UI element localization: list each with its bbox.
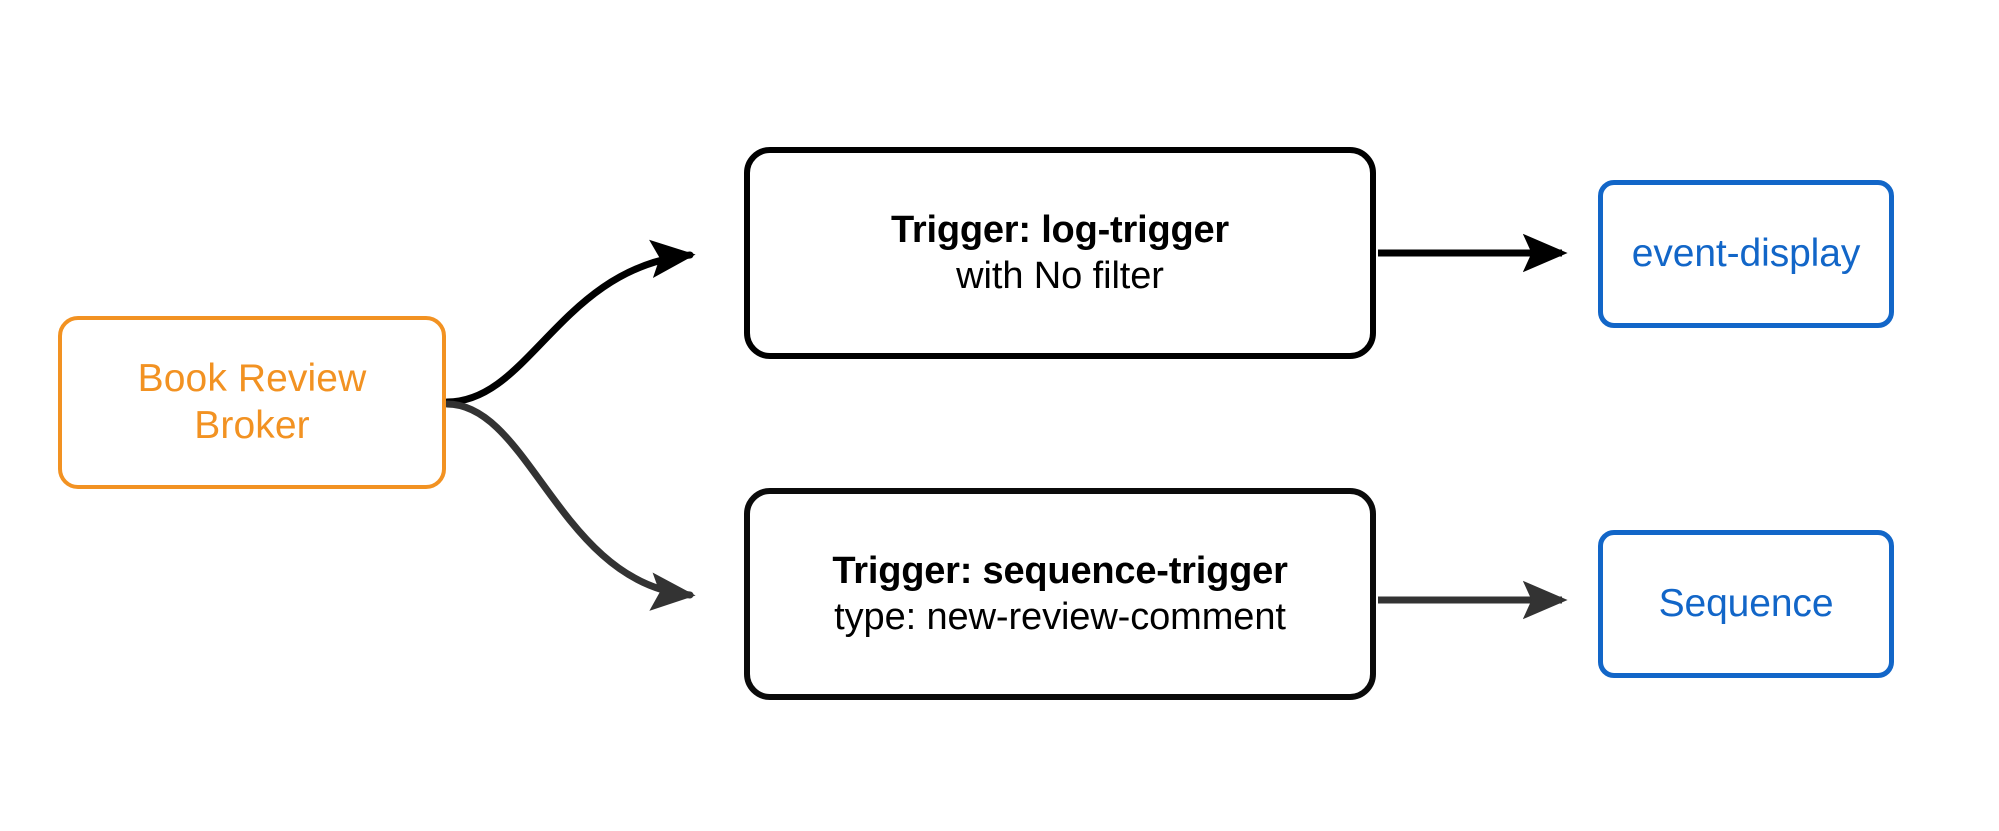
log-trigger-subtitle: with No filter — [956, 255, 1164, 297]
node-event-display[interactable]: event-display — [1598, 180, 1894, 328]
edge-broker-to-log-trigger — [443, 239, 696, 406]
broker-label-line1: Book Review — [137, 357, 367, 401]
broker-label-line2: Broker — [194, 403, 310, 447]
sequence-trigger-title: Trigger: sequence-trigger — [832, 549, 1288, 592]
event-display-label: event-display — [1631, 231, 1861, 275]
node-log-trigger[interactable]: Trigger: log-trigger with No filter — [744, 147, 1376, 359]
node-sequence[interactable]: Sequence — [1598, 530, 1894, 678]
node-sequence-trigger[interactable]: Trigger: sequence-trigger type: new-revi… — [744, 488, 1376, 700]
edge-broker-to-sequence-trigger — [443, 400, 696, 611]
log-trigger-title: Trigger: log-trigger — [890, 208, 1229, 251]
node-book-review-broker[interactable]: Book Review Broker — [58, 316, 446, 489]
sequence-label: Sequence — [1658, 581, 1834, 625]
sequence-trigger-subtitle: type: new-review-comment — [834, 596, 1286, 638]
